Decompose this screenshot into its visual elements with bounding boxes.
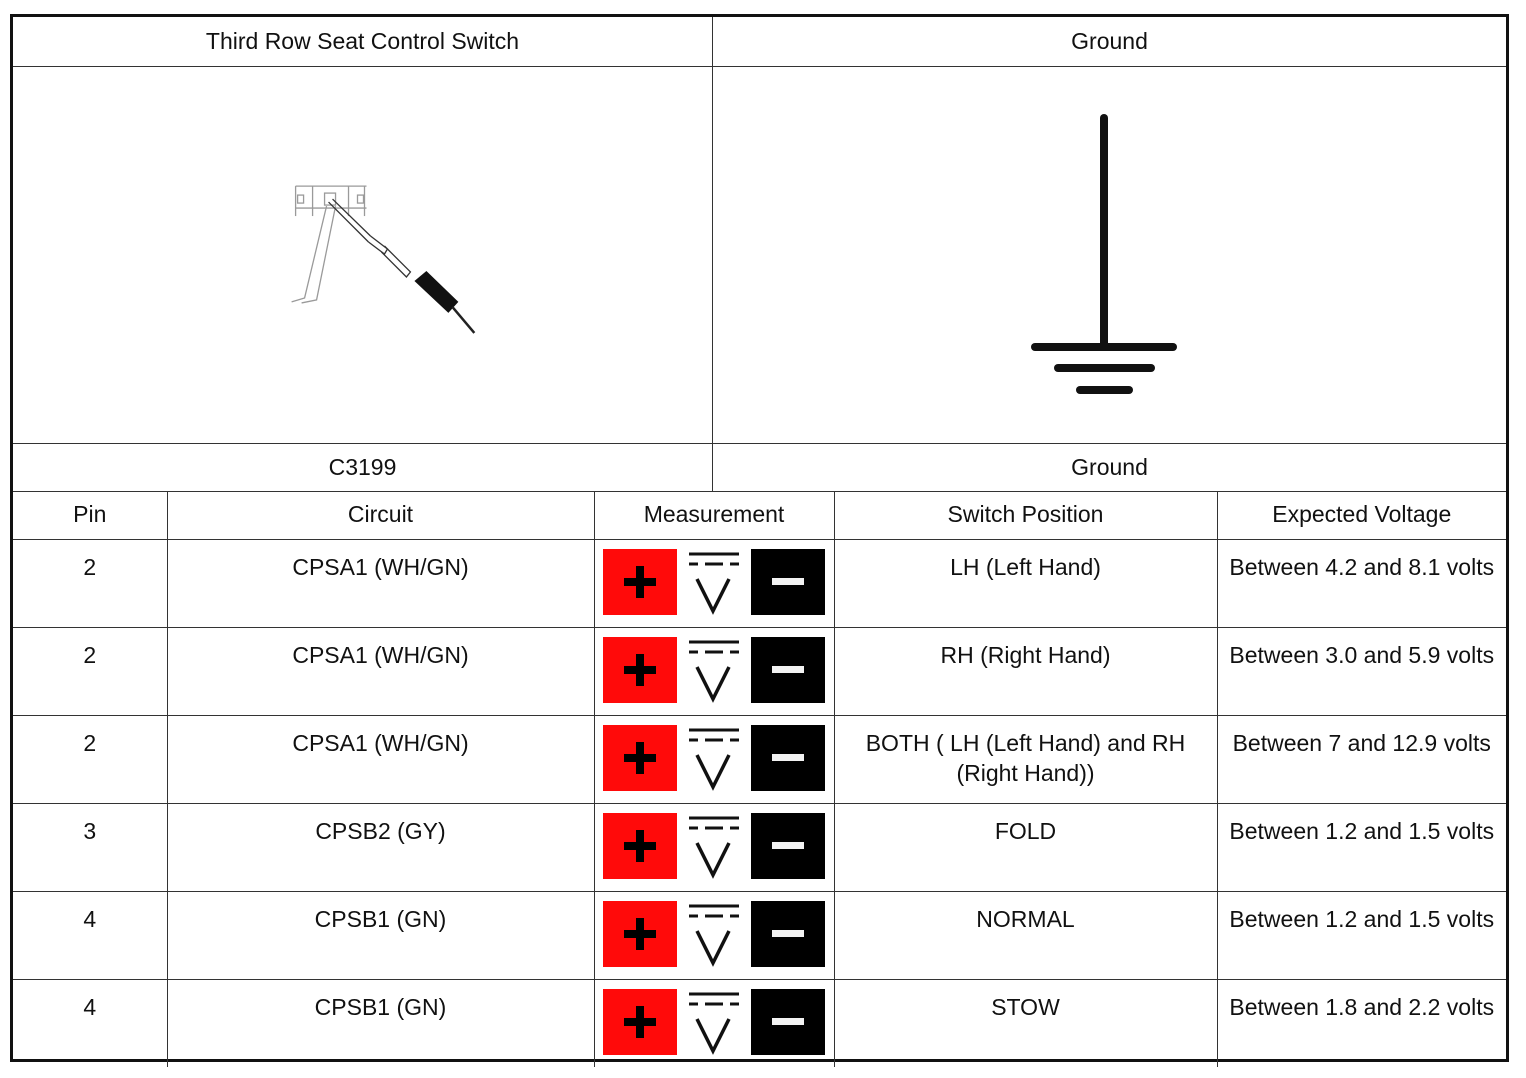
connector-label: C3199 (13, 443, 713, 491)
table-row: 2 CPSA1 (WH/GN) (13, 627, 1506, 716)
pin-cell: 4 (13, 979, 168, 1067)
col-header-pin: Pin (13, 491, 168, 540)
circuit-cell: CPSA1 (WH/GN) (167, 539, 595, 628)
ground-label: Ground (1071, 453, 1148, 480)
negative-probe-icon (751, 724, 825, 791)
dc-volts-icon (684, 989, 744, 1055)
ground-symbol-icon (1031, 114, 1177, 394)
positive-probe-icon (603, 812, 677, 879)
table-row: 2 CPSA1 (WH/GN) (13, 539, 1506, 628)
connector-image-cell (13, 66, 713, 443)
negative-probe-icon (751, 636, 825, 703)
pin-voltage-table: Pin Circuit Measurement Switch Position … (13, 491, 1506, 1067)
measurement-cell (594, 627, 835, 716)
switch-position-cell: STOW (834, 979, 1218, 1067)
dc-voltmeter-icon (595, 636, 834, 703)
measurement-cell (594, 715, 835, 804)
circuit-cell: CPSA1 (WH/GN) (167, 715, 595, 804)
switch-position-cell: NORMAL (834, 891, 1218, 980)
switch-position-cell: FOLD (834, 803, 1218, 892)
expected-voltage-cell: Between 1.2 and 1.5 volts (1217, 891, 1506, 980)
circuit-cell: CPSA1 (WH/GN) (167, 627, 595, 716)
table-row: 4 CPSB1 (GN) (13, 979, 1506, 1067)
col-header-expected-voltage: Expected Voltage (1217, 491, 1506, 540)
col-header-circuit: Circuit (167, 491, 595, 540)
switch-position-cell: BOTH ( LH (Left Hand) and RH (Right Hand… (834, 715, 1218, 804)
image-row (13, 66, 1506, 444)
table-header-row: Pin Circuit Measurement Switch Position … (13, 491, 1506, 540)
col-header-switch-position: Switch Position (834, 491, 1218, 540)
dc-voltmeter-icon (595, 900, 834, 967)
dc-volts-icon (684, 637, 744, 703)
dc-volts-icon (684, 549, 744, 615)
dc-voltmeter-icon (595, 988, 834, 1055)
circuit-cell: CPSB1 (GN) (167, 891, 595, 980)
col-header-measurement: Measurement (594, 491, 835, 540)
reference-title: Ground (1071, 28, 1148, 54)
negative-probe-icon (751, 988, 825, 1055)
component-title: Third Row Seat Control Switch (13, 17, 713, 66)
dc-voltmeter-icon (595, 548, 834, 615)
switch-position-cell: LH (Left Hand) (834, 539, 1218, 628)
pin-cell: 3 (13, 803, 168, 892)
circuit-cell: CPSB1 (GN) (167, 979, 595, 1067)
expected-voltage-cell: Between 1.8 and 2.2 volts (1229, 993, 1495, 1020)
dc-voltmeter-icon (595, 724, 834, 791)
dc-volts-icon (684, 725, 744, 791)
positive-probe-icon (603, 548, 677, 615)
expected-voltage-cell: Between 7 and 12.9 volts (1217, 715, 1506, 804)
table-row: 4 CPSB1 (GN) (13, 891, 1506, 980)
positive-probe-icon (603, 900, 677, 967)
pinout-test-sheet: Third Row Seat Control Switch Ground (10, 14, 1509, 1067)
pin-cell: 2 (13, 627, 168, 716)
pin-cell: 2 (13, 539, 168, 628)
negative-probe-icon (751, 900, 825, 967)
measurement-cell (594, 979, 835, 1067)
negative-probe-icon (751, 548, 825, 615)
expected-voltage-cell: Between 1.2 and 1.5 volts (1217, 803, 1506, 892)
header-row: Third Row Seat Control Switch Ground (13, 17, 1506, 67)
dc-voltmeter-icon (595, 812, 834, 879)
measurement-cell (594, 539, 835, 628)
table-row: 2 CPSA1 (WH/GN) (13, 715, 1506, 804)
negative-probe-icon (751, 812, 825, 879)
connector-row: C3199 Ground (13, 443, 1506, 492)
expected-voltage-cell: Between 4.2 and 8.1 volts (1217, 539, 1506, 628)
positive-probe-icon (603, 724, 677, 791)
measurement-cell (594, 803, 835, 892)
positive-probe-icon (603, 988, 677, 1055)
expected-voltage-cell: Between 3.0 and 5.9 volts (1217, 627, 1506, 716)
circuit-cell: CPSB2 (GY) (167, 803, 595, 892)
connector-probe-icon (291, 185, 476, 334)
table-row: 3 CPSB2 (GY) (13, 803, 1506, 892)
positive-probe-icon (603, 636, 677, 703)
ground-image-cell (713, 66, 1506, 443)
pin-cell: 2 (13, 715, 168, 804)
dc-volts-icon (684, 901, 744, 967)
dc-volts-icon (684, 813, 744, 879)
switch-position-cell: RH (Right Hand) (834, 627, 1218, 716)
pin-cell: 4 (13, 891, 168, 980)
measurement-cell (594, 891, 835, 980)
